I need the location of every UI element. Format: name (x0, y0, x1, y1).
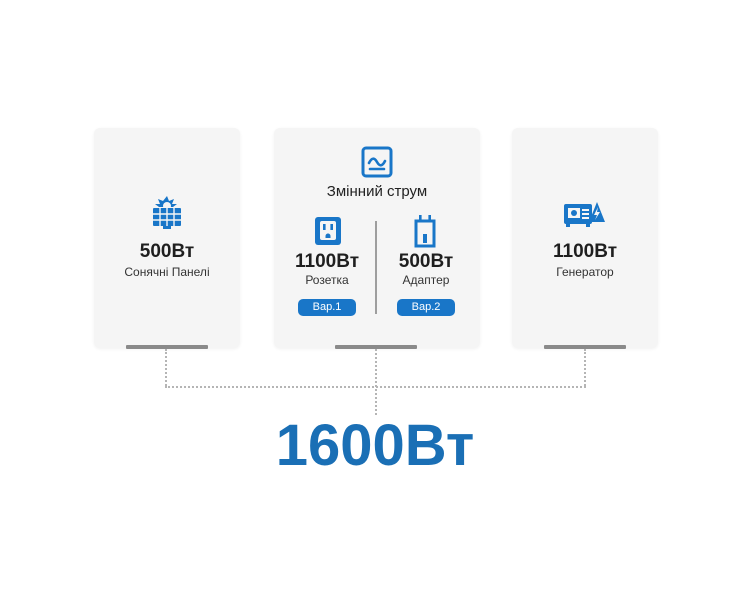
outlet-power: 1100Вт (295, 251, 359, 272)
generator-label: Генератор (556, 265, 614, 279)
outlet-icon (315, 217, 341, 245)
ac-divider (375, 221, 377, 314)
generator-card: 1100Вт Генератор (512, 128, 658, 348)
ac-card: Змінний струм 1100Вт Розетка Вар.1 500Вт… (274, 128, 480, 348)
solar-card: 500Вт Сонячні Панелі (94, 128, 240, 348)
generator-power: 1100Вт (553, 241, 617, 262)
solar-panel-icon (153, 196, 181, 229)
adapter-label: Адаптер (402, 273, 450, 287)
solar-connector-bar (126, 345, 208, 349)
generator-connector-bar (544, 345, 626, 349)
generator-icon (564, 202, 605, 227)
variant-1-badge: Вар.1 (298, 299, 356, 316)
solar-power: 500Вт (139, 241, 195, 262)
variant-2-badge: Вар.2 (397, 299, 455, 316)
ac-vertical-connector (375, 349, 377, 415)
solar-vertical-connector (165, 349, 167, 386)
total-power: 1600Вт (275, 413, 475, 478)
adapter-power: 500Вт (398, 251, 454, 272)
adapter-icon (414, 215, 436, 248)
ac-wave-icon (361, 146, 393, 178)
horizontal-connector (165, 386, 586, 388)
outlet-label: Розетка (305, 273, 349, 287)
solar-label: Сонячні Панелі (124, 265, 210, 279)
generator-vertical-connector (584, 349, 586, 386)
ac-title: Змінний струм (326, 183, 428, 200)
ac-connector-bar (335, 345, 417, 349)
